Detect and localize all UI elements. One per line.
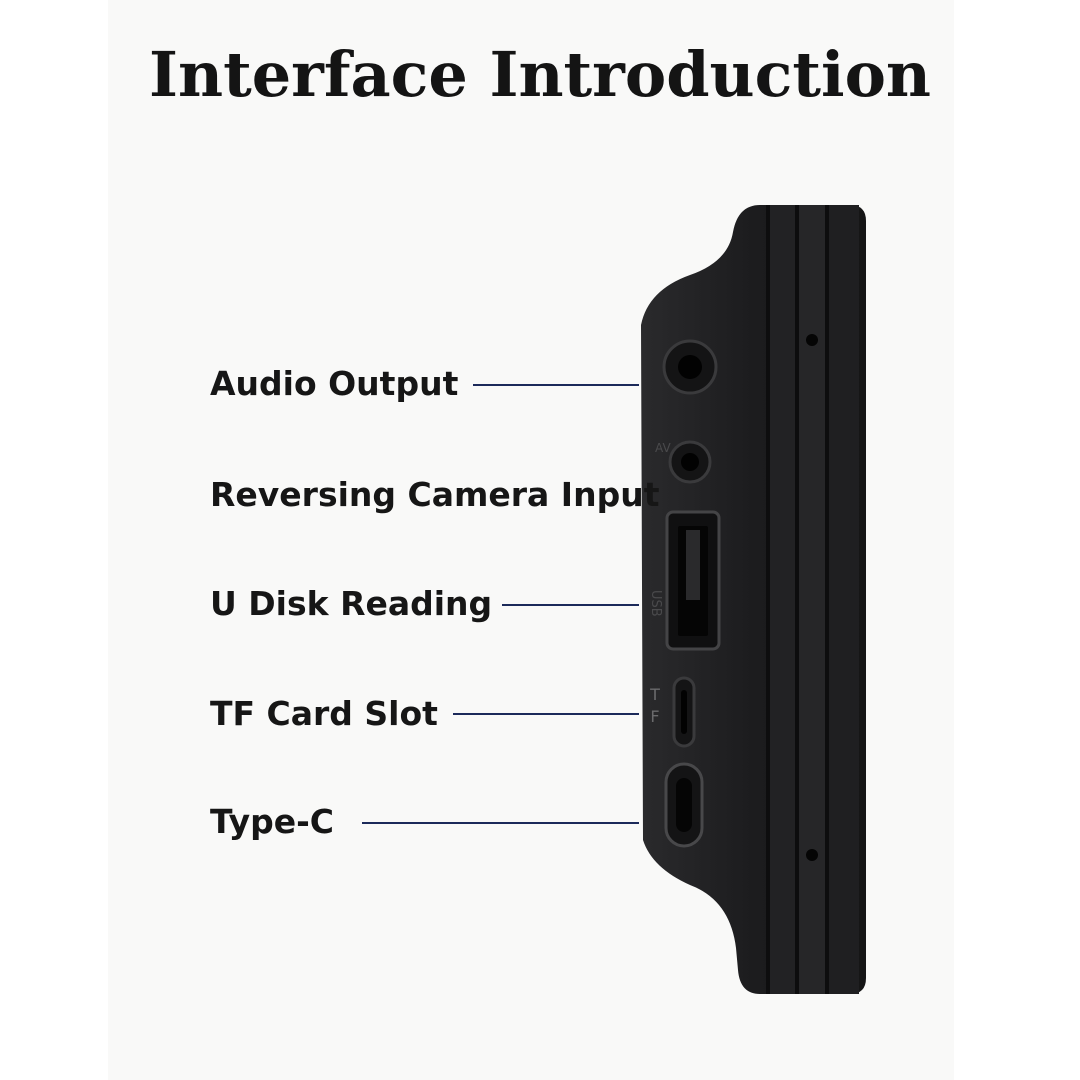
leader-audio-output [473, 384, 639, 386]
screw-hole [806, 334, 818, 346]
leader-tf-card-slot [453, 713, 639, 715]
svg-text:AV: AV [655, 441, 671, 455]
label-u-disk-reading: U Disk Reading [210, 584, 493, 623]
device-rib [825, 205, 829, 994]
leader-type-c [362, 822, 639, 824]
label-reversing-camera-input: Reversing Camera Input [210, 475, 660, 514]
leader-u-disk-reading [502, 604, 639, 606]
svg-text:USB: USB [648, 590, 663, 617]
device-rib [766, 205, 770, 994]
page-title: Interface Introduction [149, 38, 931, 111]
label-tf-card-slot: TF Card Slot [210, 694, 438, 733]
screw-hole [806, 849, 818, 861]
label-audio-output: Audio Output [210, 364, 459, 403]
label-type-c: Type-C [210, 802, 335, 841]
device-rib [795, 205, 799, 994]
tf-port-mark: T F [650, 685, 660, 726]
